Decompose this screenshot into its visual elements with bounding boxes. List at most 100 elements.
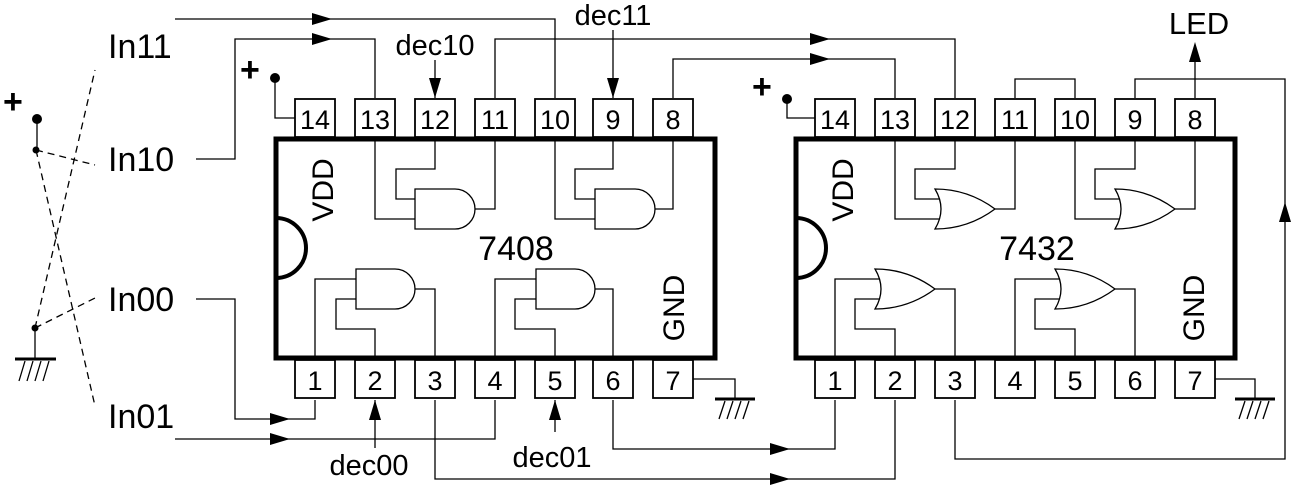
pin-number: 13 [880,105,910,135]
pin-6: 6 [592,359,634,399]
chip-name: 7432 [999,230,1075,268]
pin-number: 5 [1067,366,1082,396]
ground-icon [1235,397,1275,420]
pin-12: 12 [934,98,976,138]
or-gate [873,268,937,310]
or-gate [1113,188,1177,230]
pin-number: 3 [427,366,442,396]
wires [175,18,1286,480]
or-gate [1053,268,1117,310]
pin-number: 4 [1007,366,1022,396]
plus-symbol: + [752,68,772,106]
pin-13: 13 [354,98,396,138]
pin-number: 7 [665,366,680,396]
pin-number: 2 [367,366,382,396]
ground-icon [715,397,755,420]
arrow-icon [770,473,790,485]
pin-5: 5 [534,359,576,399]
pin-number: 8 [665,105,680,135]
arrow-icon [429,78,441,98]
pin-9: 9 [1114,98,1156,138]
input-label-in10: In10 [108,141,174,179]
notch [795,216,828,280]
ground-icon [15,357,56,382]
pin-number: 1 [307,366,322,396]
pin-5: 5 [1054,359,1096,399]
grounds [715,397,1275,420]
plus-symbol: + [240,51,260,89]
pin-12: 12 [414,98,456,138]
dec11-label: dec11 [575,0,652,32]
arrow-icon [270,433,290,445]
pin-number: 9 [605,105,620,135]
pin-number: 8 [1187,105,1202,135]
pin-number: 4 [487,366,502,396]
pin-11: 11 [994,98,1036,138]
pin-10: 10 [534,98,576,138]
pin-7: 7 [652,359,694,399]
pin-9: 9 [592,98,634,138]
pin-1: 1 [294,359,336,399]
pin-8: 8 [652,98,694,138]
dec00-label: dec00 [329,450,408,482]
arrow-icon [810,53,830,65]
vdd-label: VDD [307,158,340,221]
gnd-label: GND [1178,275,1211,342]
or-gate [933,188,997,230]
pin-number: 13 [360,105,390,135]
arrow-icon [369,400,381,420]
chip-name: 7408 [478,230,554,268]
pin-6: 6 [1114,359,1156,399]
and-gate [355,268,416,310]
pin-number: 3 [947,366,962,396]
arrow-icon [312,13,332,25]
arrow-icon [810,33,830,45]
pin-number: 11 [1001,105,1029,135]
pin-11: 11 [474,98,516,138]
dec10-label: dec10 [395,30,474,62]
pin-number: 5 [547,366,562,396]
led-label: LED [1169,6,1229,41]
arrow-icon [549,400,561,420]
pin-number: 12 [940,105,970,135]
pin-number: 10 [1060,105,1090,135]
pin-10: 10 [1054,98,1096,138]
vdd-label: VDD [827,158,860,221]
pin-number: 6 [605,366,620,396]
pin-number: 10 [540,105,570,135]
arrow-icon [607,78,619,98]
pin-8: 8 [1174,98,1216,138]
arrow-icon [1189,42,1201,62]
input-label-in11: In11 [108,28,172,66]
pin-2: 2 [874,359,916,399]
switch-network: + [3,69,96,407]
pin-number: 6 [1127,366,1142,396]
and-gate [594,188,656,230]
input-label-in00: In00 [108,281,174,319]
pin-number: 2 [887,366,902,396]
and-gate [414,188,476,230]
vcc-terminal [270,73,280,83]
pin-13: 13 [874,98,916,138]
pin-number: 9 [1127,105,1142,135]
and-gate [535,268,596,310]
pin-7: 7 [1174,359,1216,399]
arrows [270,13,1291,485]
pin-2: 2 [354,359,396,399]
dec01-label: dec01 [512,442,591,474]
plus-symbol: + [3,83,23,121]
arrow-icon [770,443,790,455]
arrow-icon [1279,202,1291,222]
pin-3: 3 [934,359,976,399]
vcc-terminal [782,94,792,104]
pin-3: 3 [414,359,456,399]
pin-4: 4 [474,359,516,399]
pin-number: 12 [420,105,450,135]
notch [275,216,308,280]
pin-number: 1 [827,366,842,396]
gnd-label: GND [658,275,691,342]
arrow-icon [312,33,332,45]
